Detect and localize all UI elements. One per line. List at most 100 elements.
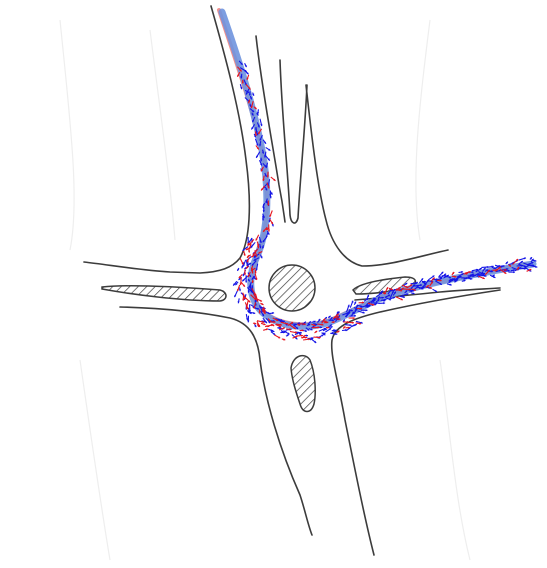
vector-arrowhead-icon	[315, 330, 318, 333]
vector-arrowhead-icon	[424, 283, 427, 286]
vector-arrowhead-icon	[261, 303, 264, 305]
vector-arrowhead-icon	[248, 300, 251, 303]
vector-arrowhead-icon	[303, 323, 306, 326]
vector-arrowhead-icon	[251, 127, 254, 130]
vector-arrowhead-icon	[256, 133, 259, 136]
vector-arrowhead-icon	[253, 135, 256, 138]
vector-arrowhead-icon	[238, 276, 241, 279]
vector-arrowhead-icon	[317, 326, 320, 329]
south-splitter-island	[290, 354, 316, 413]
vector-arrowhead-icon	[257, 125, 260, 128]
vector-arrowhead-icon	[240, 76, 243, 79]
vector-arrowhead-icon	[463, 279, 466, 282]
vector-arrowhead-icon	[262, 210, 265, 212]
vector-arrowhead-icon	[474, 274, 477, 277]
vector-arrowhead-icon	[256, 113, 259, 116]
vector-arrowhead-icon	[262, 179, 265, 181]
vector-arrowhead-icon	[483, 272, 486, 275]
vector-arrowhead-icon	[247, 255, 250, 258]
vector-arrowhead-icon	[347, 326, 350, 329]
vector-arrowhead-icon	[347, 304, 350, 307]
vector-arrowhead-icon	[466, 276, 469, 280]
vector-arrowhead-icon	[513, 269, 516, 272]
vector-arrowhead-icon	[261, 218, 265, 221]
vector-arrowhead-icon	[472, 273, 475, 276]
vector-arrowhead-icon	[377, 299, 380, 302]
vector-arrowhead-icon	[268, 148, 271, 151]
vector-arrowhead-icon	[248, 87, 251, 90]
vector-arrowhead-icon	[376, 301, 378, 305]
vector-arrowhead-icon	[398, 288, 401, 292]
vector-arrowhead-icon	[484, 274, 487, 277]
north-road-inner-edge	[255, 35, 286, 223]
vector-arrowhead-icon	[432, 275, 435, 278]
vector-arrowhead-icon	[258, 251, 261, 254]
vector-arrowhead-icon	[233, 283, 236, 286]
vector-arrowhead-icon	[298, 332, 301, 335]
vector-arrowhead-icon	[253, 258, 256, 261]
vector-arrowhead-icon	[244, 266, 247, 269]
vector-arrowhead-icon	[263, 310, 266, 313]
vector-arrowhead-icon	[313, 320, 316, 323]
vector-arrowhead-icon	[254, 324, 257, 328]
vector-arrowhead-icon	[237, 268, 240, 271]
vector-arrowhead-icon	[263, 323, 266, 326]
vector-arrowhead-icon	[326, 321, 329, 324]
north-splitter-outline	[279, 59, 308, 224]
vector-arrowhead-icon	[278, 325, 281, 328]
vector-arrowhead-icon	[257, 246, 260, 249]
vector-arrowhead-icon	[245, 280, 248, 283]
vector-arrowhead-icon	[256, 147, 259, 150]
vector-arrowhead-icon	[476, 268, 479, 271]
vector-arrowhead-icon	[269, 320, 272, 323]
vector-arrowhead-icon	[254, 133, 257, 136]
vector-arrowhead-icon	[452, 272, 455, 275]
vector-arrowhead-icon	[247, 279, 250, 282]
vector-arrowhead-icon	[254, 295, 257, 298]
vector-arrowhead-icon	[259, 138, 262, 141]
vector-arrowhead-icon	[439, 282, 442, 285]
vector-arrowhead-icon	[248, 262, 251, 265]
vector-arrowhead-icon	[267, 232, 270, 235]
vector-arrowhead-icon	[255, 238, 258, 241]
vector-arrowhead-icon	[420, 284, 422, 287]
vector-arrowhead-icon	[255, 268, 258, 271]
vector-arrowhead-icon	[327, 326, 330, 329]
vector-arrowhead-icon	[328, 315, 331, 318]
vector-arrowhead-icon	[248, 247, 251, 250]
vector-arrowhead-icon	[282, 320, 285, 323]
vector-arrowhead-icon	[293, 327, 296, 329]
vector-arrowhead-icon	[367, 304, 370, 307]
vector-arrowhead-icon	[470, 277, 473, 280]
vector-arrowhead-icon	[446, 275, 449, 277]
vector-arrowhead-icon	[398, 287, 401, 290]
vector-arrowhead-icon	[246, 72, 249, 75]
vector-arrowhead-icon	[310, 338, 313, 341]
vector-arrowhead-icon	[333, 329, 336, 332]
vector-arrowhead-icon	[531, 258, 534, 261]
vector-arrowhead-icon	[406, 293, 409, 296]
vector-arrowhead-icon	[310, 328, 313, 331]
vector-arrowhead-icon	[270, 221, 273, 225]
vector-arrowhead-icon	[242, 298, 245, 301]
vector-arrowhead-icon	[307, 328, 310, 331]
vector-arrowhead-icon	[239, 283, 242, 286]
vector-arrowhead-icon	[502, 264, 505, 268]
vector-arrowhead-icon	[440, 277, 443, 280]
vector-arrowhead-icon	[483, 267, 486, 270]
blue-trajectory-path	[218, 8, 537, 330]
vector-arrowhead-icon	[347, 320, 349, 324]
vector-arrowhead-icon	[259, 299, 262, 302]
vector-arrowhead-icon	[246, 307, 249, 310]
vector-arrowhead-icon	[264, 174, 267, 177]
vector-arrowhead-icon	[306, 334, 308, 337]
vector-arrowhead-icon	[251, 255, 254, 258]
vector-arrowhead-icon	[272, 312, 275, 315]
vector-arrowhead-icon	[267, 158, 270, 161]
vector-arrowhead-icon	[362, 301, 364, 304]
vector-arrowhead-icon	[390, 288, 393, 291]
vector-arrowhead-icon	[261, 313, 264, 317]
vector-arrowhead-icon	[354, 314, 356, 317]
vector-arrowhead-icon	[256, 155, 259, 158]
vector-arrowhead-icon	[434, 289, 437, 292]
